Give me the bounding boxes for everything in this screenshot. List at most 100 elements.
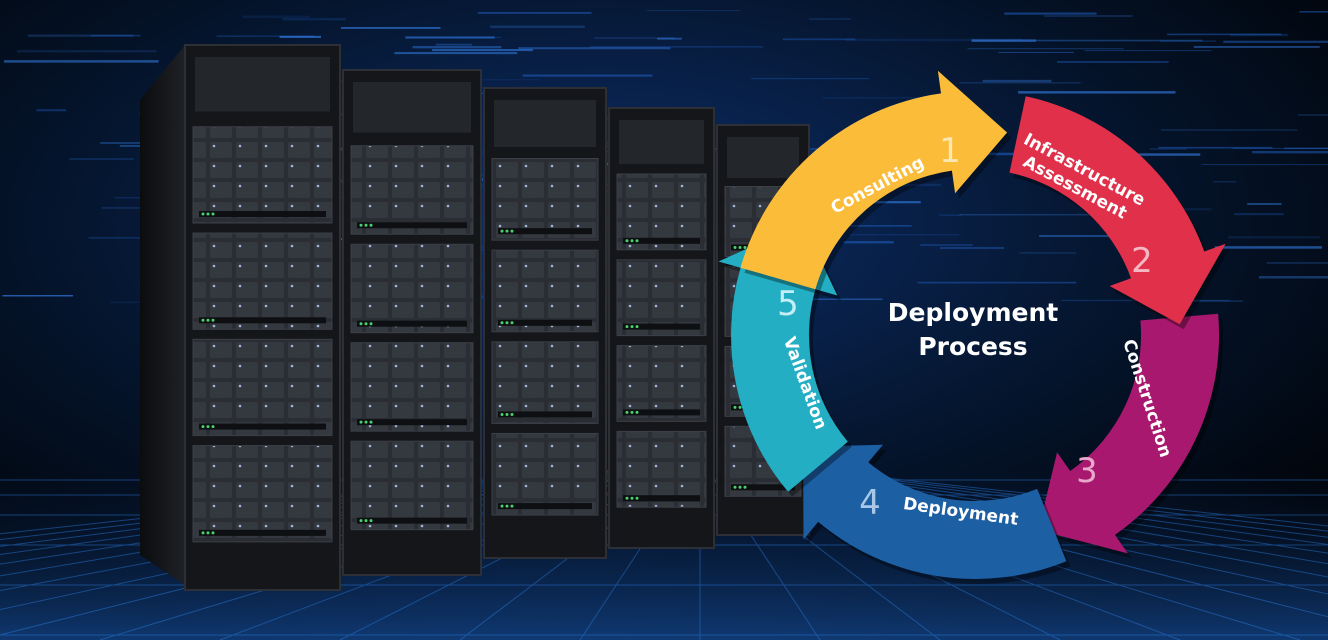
status-led (500, 229, 504, 233)
process-cycle (718, 70, 1230, 584)
floor-grid-line (787, 469, 1328, 546)
background-streak (119, 145, 148, 147)
server-unit-bar (357, 222, 467, 229)
server-unit (192, 126, 333, 224)
status-led (505, 504, 509, 508)
server-unit-bar (199, 317, 326, 324)
server-unit (616, 430, 707, 508)
status-led (505, 229, 509, 233)
background-streak (1018, 91, 1176, 94)
status-led (500, 412, 504, 416)
background-streak (412, 45, 502, 49)
background-streak (1214, 246, 1323, 249)
status-led (201, 212, 205, 216)
status-led (369, 420, 373, 424)
background-streak (1004, 12, 1097, 15)
rack-side-panel (140, 45, 185, 585)
stage-3-arrow (1038, 313, 1220, 554)
stage-5-number: 5 (777, 284, 799, 324)
background-streak (432, 48, 533, 52)
background-streak (394, 52, 518, 55)
status-led (630, 325, 634, 329)
background-streak (1039, 235, 1140, 237)
background-streak (3, 60, 159, 63)
background-streak (341, 27, 441, 29)
background-streak (216, 35, 315, 37)
background-streak (822, 96, 930, 99)
status-led (364, 420, 368, 424)
background-streak (1186, 300, 1244, 302)
server-unit-bar (498, 228, 592, 235)
background-streak (1158, 146, 1273, 149)
status-led (635, 325, 639, 329)
status-led (206, 212, 210, 216)
background-streak (646, 10, 741, 12)
background-streak (939, 247, 1005, 249)
background-streak (522, 74, 653, 77)
background-streak (477, 12, 592, 14)
status-led (359, 420, 363, 424)
status-led (359, 322, 363, 326)
background-streak (967, 48, 1124, 50)
rack-switch-panel (494, 100, 596, 147)
background-streak (69, 158, 134, 160)
status-led (738, 245, 742, 249)
status-led (359, 519, 363, 523)
status-led (738, 405, 742, 409)
status-led (364, 223, 368, 227)
server-unit-bar (199, 211, 326, 218)
background-streak (405, 36, 495, 39)
background-streak (843, 241, 894, 244)
background-streak (1299, 11, 1328, 13)
status-led (510, 321, 514, 325)
background-streak (1057, 61, 1169, 63)
server-unit-bar (357, 517, 467, 524)
background-streak (657, 37, 682, 40)
status-led (510, 412, 514, 416)
stage-5-arrow (718, 223, 848, 492)
server-unit-bar (731, 484, 795, 491)
status-led (625, 325, 629, 329)
status-led (369, 519, 373, 523)
status-led (500, 321, 504, 325)
server-unit (491, 341, 599, 424)
status-led (510, 504, 514, 508)
status-led (625, 410, 629, 414)
status-led (743, 485, 747, 489)
stage-1-arrow (740, 70, 1008, 290)
server-unit (350, 243, 474, 334)
status-led (733, 485, 737, 489)
background-streak (468, 36, 502, 39)
background-streak (845, 38, 1023, 42)
background-streak (1227, 236, 1320, 239)
status-led (635, 239, 639, 243)
status-led (206, 425, 210, 429)
background-streak (1252, 150, 1328, 154)
status-led (500, 504, 504, 508)
server-unit-bar (199, 529, 326, 536)
server-unit (350, 145, 474, 235)
background-streak (809, 298, 883, 301)
background-streak (1201, 164, 1328, 166)
status-led (625, 239, 629, 243)
status-led (738, 485, 742, 489)
server-unit-bar (498, 319, 592, 326)
status-led (364, 519, 368, 523)
background-streak (808, 18, 851, 20)
background-streak (782, 38, 856, 41)
background-streak (1266, 262, 1328, 264)
background-streak (982, 79, 1052, 83)
server-unit (616, 345, 707, 422)
background-streak (1213, 181, 1237, 183)
status-led (630, 410, 634, 414)
server-unit (192, 232, 333, 330)
stage-3-number: 3 (1076, 451, 1098, 491)
background-streak (1044, 15, 1133, 18)
status-led (206, 531, 210, 535)
background-streak (962, 152, 1027, 156)
status-led (733, 245, 737, 249)
stage-1-number: 1 (939, 131, 961, 171)
status-led (369, 322, 373, 326)
status-led (505, 412, 509, 416)
